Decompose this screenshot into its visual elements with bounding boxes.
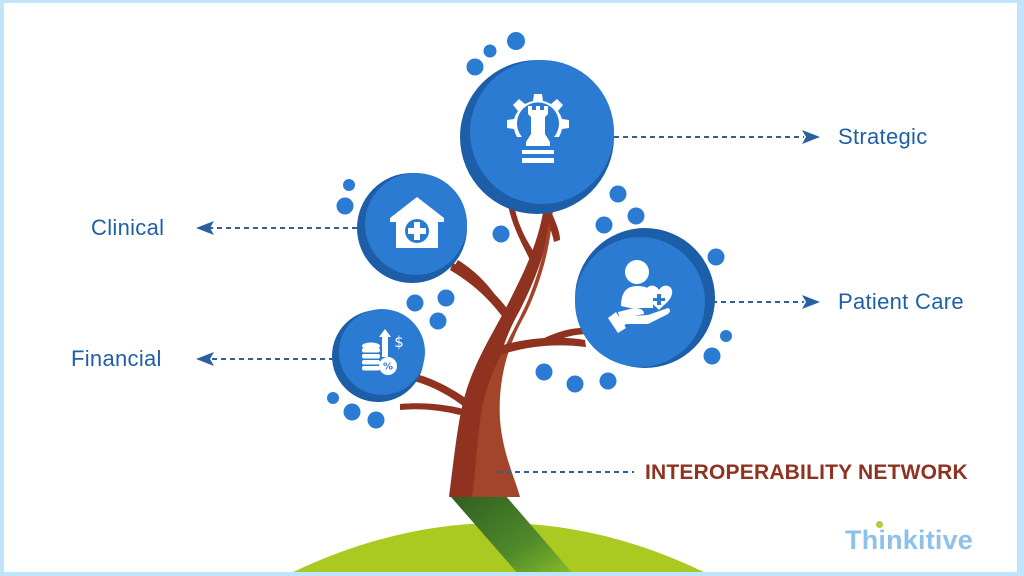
- node-financial[interactable]: % $: [332, 309, 425, 402]
- svg-text:$: $: [394, 333, 404, 351]
- connectors: [210, 136, 804, 473]
- label-strategic: Strategic: [838, 124, 928, 149]
- hand-person-heart-icon: [608, 260, 673, 333]
- tree-trunk: [400, 200, 590, 497]
- decorative-dots: [327, 32, 732, 429]
- brand-logo-text: Thinkitive: [845, 525, 974, 555]
- house-medical-cross-icon: [390, 197, 444, 248]
- node-clinical[interactable]: [357, 173, 467, 283]
- root-label-interoperability-network: INTEROPERABILITY NETWORK: [645, 461, 968, 484]
- arrowheads: [196, 130, 820, 366]
- diagram-canvas: % $ Strategic Clinical Patient Care Fina…: [4, 3, 1017, 572]
- svg-text:%: %: [383, 362, 393, 373]
- arrow-right-icon: [802, 295, 820, 309]
- node-strategic[interactable]: [460, 60, 614, 214]
- arrow-right-icon: [802, 130, 820, 144]
- node-patient-care[interactable]: [575, 228, 715, 368]
- label-clinical: Clinical: [91, 215, 165, 240]
- gear-chess-rook-icon: [507, 94, 569, 163]
- brand-logo-dot: [876, 521, 883, 528]
- label-financial: Financial: [71, 346, 162, 371]
- arrow-left-icon: [196, 352, 214, 366]
- hill: [293, 495, 704, 572]
- coins-growth-percent-icon: % $: [362, 329, 404, 375]
- tree-illustration: % $: [196, 32, 820, 572]
- arrow-left-icon: [196, 221, 214, 235]
- label-patient-care: Patient Care: [838, 289, 964, 314]
